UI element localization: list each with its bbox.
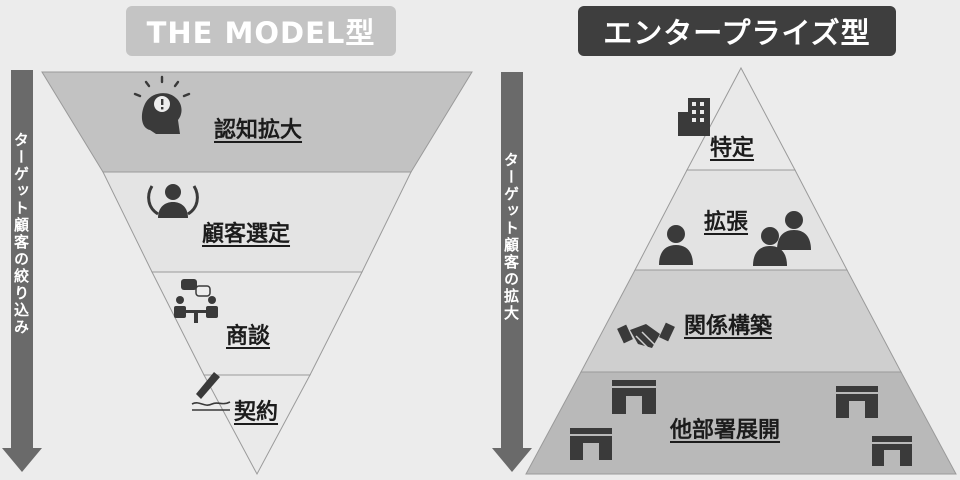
office-building-icon xyxy=(678,98,710,136)
handshake-icon xyxy=(617,322,675,351)
right-model-title: エンタープライズ型 xyxy=(578,6,896,56)
funnel-stage-label-ninchi: 認知拡大 xyxy=(214,118,303,143)
award-person-icon xyxy=(147,184,199,218)
right-down-arrow xyxy=(492,72,532,472)
signature-icon xyxy=(191,372,231,411)
right-arrow-label: ターゲット顧客の拡大 xyxy=(502,152,520,322)
pyramid-stage-label-tabu: 他部署展開 xyxy=(670,418,781,443)
pyramid-stage-label-kankei: 関係構築 xyxy=(684,314,773,339)
pyramid-stage-label-kakucho: 拡張 xyxy=(704,210,749,235)
funnel-band-keiyaku xyxy=(203,374,311,476)
people-group-icon xyxy=(659,211,811,266)
funnel-stage-label-kokyaku: 顧客選定 xyxy=(202,222,291,247)
funnel xyxy=(41,71,473,476)
meeting-icon xyxy=(174,279,218,323)
left-down-arrow xyxy=(2,70,42,472)
left-model-title: THE MODEL型 xyxy=(126,6,396,56)
funnel-stage-label-shodan: 商談 xyxy=(226,324,271,349)
idea-head-icon xyxy=(133,75,191,134)
department-icon xyxy=(570,380,912,466)
funnel-stage-label-keiyaku: 契約 xyxy=(234,400,279,425)
pyramid-stage-label-tokutei: 特定 xyxy=(710,136,755,161)
left-arrow-label: ターゲット顧客の絞り込み xyxy=(12,132,30,336)
